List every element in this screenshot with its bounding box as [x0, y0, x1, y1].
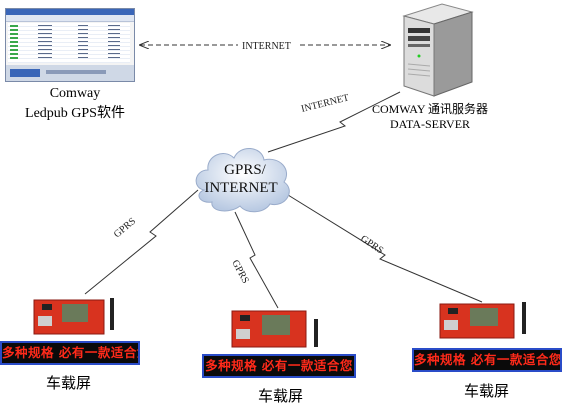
device-right: 多种规格 必有一款适合您 车载屏 — [412, 296, 562, 402]
device-caption: 车载屏 — [258, 389, 304, 405]
device-left: 多种规格 必有一款适合您 车载屏 — [0, 290, 140, 392]
link-cloud-device-left-label: GPRS — [112, 216, 138, 241]
device-caption: 车载屏 — [46, 376, 92, 392]
led-screen: 多种规格 必有一款适合您 — [412, 348, 562, 372]
software-window-toolbar — [6, 15, 134, 22]
server-caption: COMWAY 通讯服务器 DATA-SERVER — [360, 102, 500, 132]
led-screen: 多种规格 必有一款适合您 — [202, 354, 356, 378]
link-cloud-device-right — [287, 194, 483, 303]
link-server-cloud-label: INTERNET — [300, 92, 350, 115]
software-caption: Comway Ledpub GPS软件 — [0, 86, 150, 122]
controller-board-icon — [231, 310, 318, 348]
device-middle: 多种规格 必有一款适合您 车载屏 — [202, 303, 362, 405]
cloud-icon: GPRS/ INTERNET — [195, 148, 290, 213]
software-caption-line1: Comway — [49, 86, 101, 101]
server-caption-line1: COMWAY 通讯服务器 — [371, 102, 489, 116]
software-window-table — [8, 23, 130, 63]
led-screen: 多种规格 必有一款适合您 — [0, 341, 140, 365]
device-caption: 车载屏 — [464, 384, 510, 400]
software-caption-line2: Ledpub GPS软件 — [25, 106, 125, 121]
controller-board-icon — [439, 302, 526, 339]
link-server-cloud — [267, 91, 401, 153]
server-tower-icon — [402, 3, 474, 97]
link-cloud-device-left — [84, 189, 199, 295]
software-window-titlebar — [6, 9, 134, 15]
software-window-thumbnail — [5, 8, 135, 82]
link-cloud-device-right-label: GPRS — [358, 233, 385, 256]
link-cloud-device-middle-label: GPRS — [229, 258, 250, 285]
cloud-label-line2: INTERNET — [204, 180, 277, 196]
link-software-server-text: INTERNET — [242, 41, 291, 52]
server-caption-line2: DATA-SERVER — [389, 117, 471, 131]
cloud-label-line1: GPRS/ — [224, 162, 267, 178]
controller-board-icon — [33, 298, 114, 335]
link-cloud-device-middle — [234, 211, 279, 309]
software-window-statusbar — [6, 65, 134, 81]
